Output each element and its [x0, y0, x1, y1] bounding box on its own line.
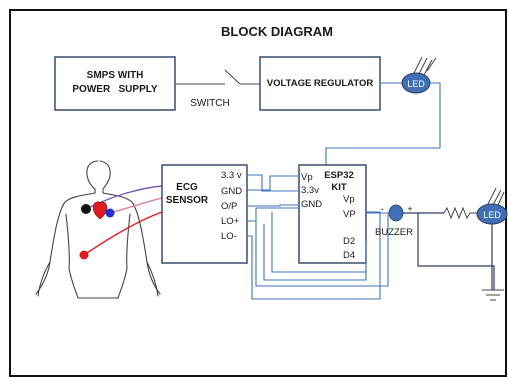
heart-icon: [92, 201, 108, 220]
resistor-icon: [443, 206, 478, 220]
buzzer-resistor-wire: [403, 212, 495, 290]
electrode-blue: [105, 208, 115, 218]
ecg-sensor-block: [161, 164, 248, 264]
voltage-regulator-label: VOLTAGE REGULATOR: [267, 78, 374, 89]
lead-red: [83, 211, 163, 256]
human-figure-icon: [35, 160, 161, 299]
electrode-red: [79, 250, 89, 260]
switch-label: SWITCH: [190, 98, 229, 109]
esp32-label-line1: ESP32: [324, 170, 354, 181]
esp32-left-pin-gnd: GND: [301, 199, 322, 210]
lead-blue: [109, 197, 163, 214]
esp32-label-line2: KIT: [331, 182, 347, 193]
ecg-label-line2: SENSOR: [166, 195, 209, 206]
buzzer-minus-label: -: [381, 204, 384, 214]
ecg-pin-gnd: GND: [221, 186, 242, 197]
esp32-block: [298, 164, 367, 264]
esp32-right-pin-d4: D4: [343, 250, 355, 261]
led-to-esp32-wire: [325, 82, 441, 168]
buzzer-label: BUZZER: [375, 227, 413, 238]
esp32-right-pin-d2: D2: [343, 236, 355, 247]
right-led-rays-icon: [487, 187, 505, 206]
buzzer-icon: [388, 204, 404, 222]
top-led-label: LED: [407, 79, 425, 89]
ecg-pin-3v3: 3.3 v: [221, 170, 242, 181]
switch-arm: [224, 69, 241, 85]
esp32-left-pin-3v3: 3.3v: [301, 185, 319, 196]
buzzer-plus-label: +: [407, 204, 412, 214]
frame: [9, 9, 507, 377]
right-led-label: LED: [483, 210, 501, 220]
ecg-pin-lo-minus: LO-: [221, 231, 237, 242]
ecg-label-line1: ECG: [176, 182, 198, 193]
smps-label-line2: POWER SUPPLY: [72, 84, 158, 95]
smps-block: [54, 56, 176, 111]
ecg-pin-lo-plus: LO+: [221, 216, 240, 227]
smps-label-line1: SMPS WITH: [87, 70, 144, 81]
esp32-left-pin-vp: Vp: [301, 172, 313, 183]
ecg-pin-op: O/P: [221, 201, 237, 212]
diagram-title: BLOCK DIAGRAM: [221, 24, 333, 39]
ground-icon: [482, 289, 504, 301]
ecg-esp32-wires: [247, 174, 389, 300]
electrode-black: [81, 204, 91, 214]
top-led-rays-icon: [413, 56, 437, 76]
esp32-right-pin-vp2: VP: [343, 209, 356, 220]
esp32-right-pin-vp1: Vp: [343, 194, 355, 205]
